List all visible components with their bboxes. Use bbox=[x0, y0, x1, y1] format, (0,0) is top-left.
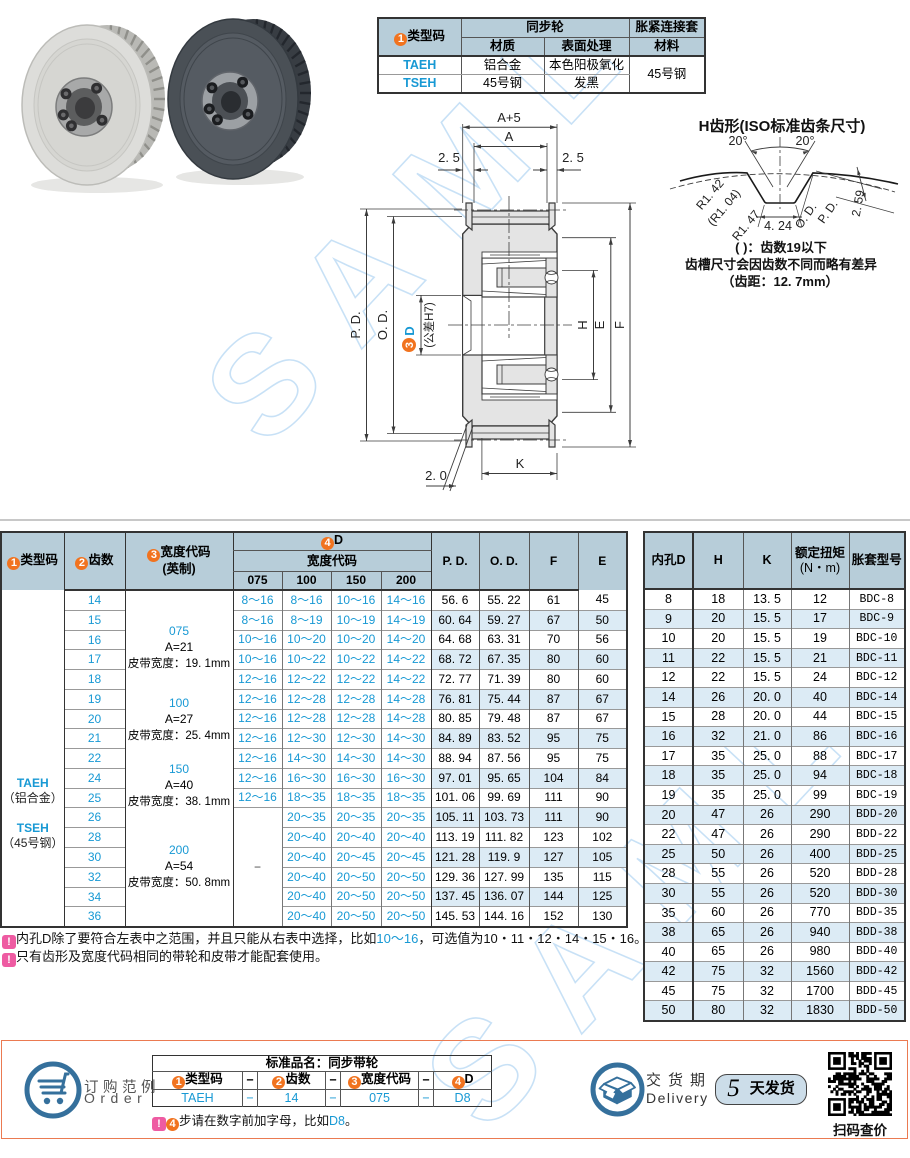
svg-text:2. 5: 2. 5 bbox=[438, 150, 460, 165]
svg-text:E: E bbox=[592, 320, 607, 329]
svg-text:H齿形(ISO标准齿条尺寸): H齿形(ISO标准齿条尺寸) bbox=[699, 117, 866, 135]
svg-text:4. 24: 4. 24 bbox=[764, 219, 792, 233]
svg-text:K: K bbox=[516, 456, 525, 471]
svg-text:P. D.: P. D. bbox=[348, 311, 363, 338]
svg-text:A: A bbox=[505, 129, 514, 144]
svg-text:F: F bbox=[612, 321, 627, 329]
svg-text:2. 0: 2. 0 bbox=[425, 468, 447, 483]
svg-text:H: H bbox=[575, 320, 590, 329]
svg-text:R1. 47: R1. 47 bbox=[729, 207, 763, 243]
svg-text:2. 5: 2. 5 bbox=[562, 150, 584, 165]
svg-text:(公差H7): (公差H7) bbox=[422, 302, 436, 348]
svg-text:D: D bbox=[402, 326, 417, 335]
svg-text:P. D.: P. D. bbox=[815, 197, 841, 226]
svg-text:齿槽尺寸会因齿数不同而略有差异: 齿槽尺寸会因齿数不同而略有差异 bbox=[685, 257, 877, 272]
svg-text:20°: 20° bbox=[796, 134, 815, 148]
svg-text:O. D.: O. D. bbox=[375, 310, 390, 340]
svg-text:3: 3 bbox=[404, 342, 416, 348]
svg-text:( )：齿数19以下: ( )：齿数19以下 bbox=[735, 240, 827, 255]
svg-text:2. 59: 2. 59 bbox=[849, 189, 867, 218]
svg-text:A+5: A+5 bbox=[497, 110, 521, 125]
svg-text:20°: 20° bbox=[729, 134, 748, 148]
svg-text:（齿距：12. 7mm）: （齿距：12. 7mm） bbox=[721, 274, 838, 289]
